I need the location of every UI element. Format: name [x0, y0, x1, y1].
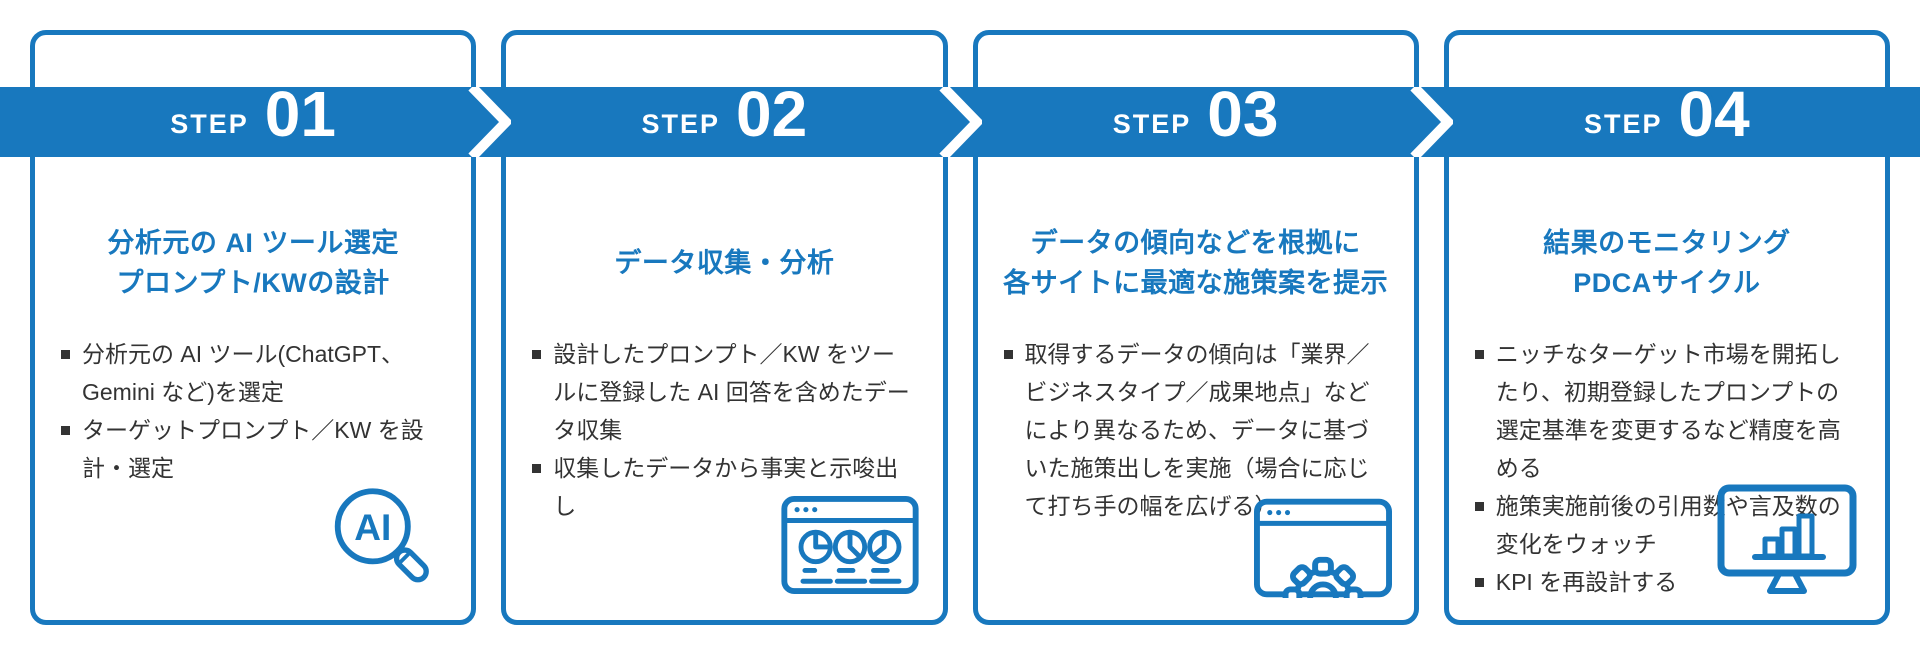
step-label: STEP: [641, 108, 721, 139]
bullet-item: 施策実施前後の引用数や言及数の変化をウォッチ: [1474, 487, 1859, 563]
step-label: STEP: [1112, 108, 1192, 139]
bullet-item: 取得するデータの傾向は「業界／ビジネスタイプ／成果地点」などにより異なるため、デ…: [1003, 335, 1388, 525]
card-title-line: 分析元の AI ツール選定: [107, 228, 399, 258]
bullet-text: 設計したプロンプト／KW をツールに登録した AI 回答を含めたデータ収集: [553, 341, 910, 443]
bullet-square: [1474, 350, 1484, 359]
bullet-list: 設計したプロンプト／KW をツールに登録した AI 回答を含めたデータ収集 収集…: [506, 335, 942, 525]
chevron-right-icon: [939, 87, 982, 157]
bullet-list: 取得するデータの傾向は「業界／ビジネスタイプ／成果地点」などにより異なるため、デ…: [978, 335, 1414, 525]
ai-magnifier-icon: AI: [327, 484, 439, 592]
bullet-square: [61, 350, 70, 359]
bullet-square: [1003, 350, 1013, 359]
card-title: 分析元の AI ツール選定 プロンプト/KWの設計: [47, 215, 459, 311]
step-label: STEP: [1584, 108, 1663, 139]
card-title-line: PDCAサイクル: [1573, 268, 1761, 298]
step-number: 02: [736, 78, 808, 150]
svg-text:AI: AI: [355, 507, 392, 548]
step-number: 01: [264, 78, 336, 150]
bullet-text: 収集したデータから事実と示唆出し: [553, 455, 899, 519]
chevron-right-icon: [468, 87, 511, 157]
step-banner-1: STEP 01: [30, 79, 476, 157]
card-title-line: データ収集・分析: [614, 248, 835, 278]
bullet-square: [61, 426, 70, 435]
bullet-text: ニッチなターゲット市場を開拓したり、初期登録したプロンプトの選定基準を変更するな…: [1495, 341, 1841, 481]
step-banner-band: STEP 01 STEP 02 STEP 03 STEP 04: [0, 79, 1920, 157]
card-title-line: 結果のモニタリング: [1543, 228, 1791, 258]
step-label: STEP: [170, 108, 249, 139]
bullet-item: ターゲットプロンプト／KW を設計・選定: [61, 411, 445, 487]
card-title: 結果のモニタリング PDCAサイクル: [1461, 215, 1873, 311]
bullet-square: [532, 350, 542, 359]
bullet-item: 分析元の AI ツール(ChatGPT、Gemini など)を選定: [61, 335, 445, 411]
step-banner-2: STEP 02: [501, 79, 947, 157]
bullet-square: [532, 464, 542, 473]
card-title: データ収集・分析: [518, 215, 930, 311]
dashboard-browser-icon: [780, 496, 919, 594]
card-title-line: 各サイトに最適な施策案を提示: [1003, 268, 1389, 298]
bullet-item: KPI を再設計する: [1474, 563, 1859, 601]
bullet-square: [1474, 578, 1484, 587]
bullet-text: 分析元の AI ツール(ChatGPT、Gemini など)を選定: [82, 341, 405, 405]
bullet-item: 設計したプロンプト／KW をツールに登録した AI 回答を含めたデータ収集: [532, 335, 916, 449]
card-title-line: データの傾向などを根拠に: [1030, 228, 1361, 258]
gear-browser-icon: [1253, 498, 1392, 598]
bullet-item: 収集したデータから事実と示唆出し: [532, 449, 916, 525]
step-banner-4: STEP 04: [1444, 79, 1890, 157]
step-number: 03: [1207, 78, 1279, 150]
bullet-text: 取得するデータの傾向は「業界／ビジネスタイプ／成果地点」などにより異なるため、デ…: [1024, 341, 1370, 519]
card-title-line: プロンプト/KWの設計: [116, 268, 390, 298]
monitor-chart-icon: [1717, 484, 1857, 596]
step-banner-3: STEP 03: [973, 79, 1419, 157]
bullet-item: ニッチなターゲット市場を開拓したり、初期登録したプロンプトの選定基準を変更するな…: [1474, 335, 1859, 487]
chevron-right-icon: [1410, 87, 1453, 157]
bullet-square: [1474, 502, 1484, 511]
step-number: 04: [1678, 78, 1750, 150]
bullet-text: KPI を再設計する: [1495, 569, 1678, 595]
bullet-text: ターゲットプロンプト／KW を設計・選定: [82, 417, 424, 481]
card-title: データの傾向などを根拠に 各サイトに最適な施策案を提示: [990, 215, 1402, 311]
bullet-text: 施策実施前後の引用数や言及数の変化をウォッチ: [1495, 493, 1841, 557]
bullet-list: ニッチなターゲット市場を開拓したり、初期登録したプロンプトの選定基準を変更するな…: [1449, 335, 1885, 601]
bullet-list: 分析元の AI ツール(ChatGPT、Gemini など)を選定 ターゲットプ…: [35, 335, 471, 487]
